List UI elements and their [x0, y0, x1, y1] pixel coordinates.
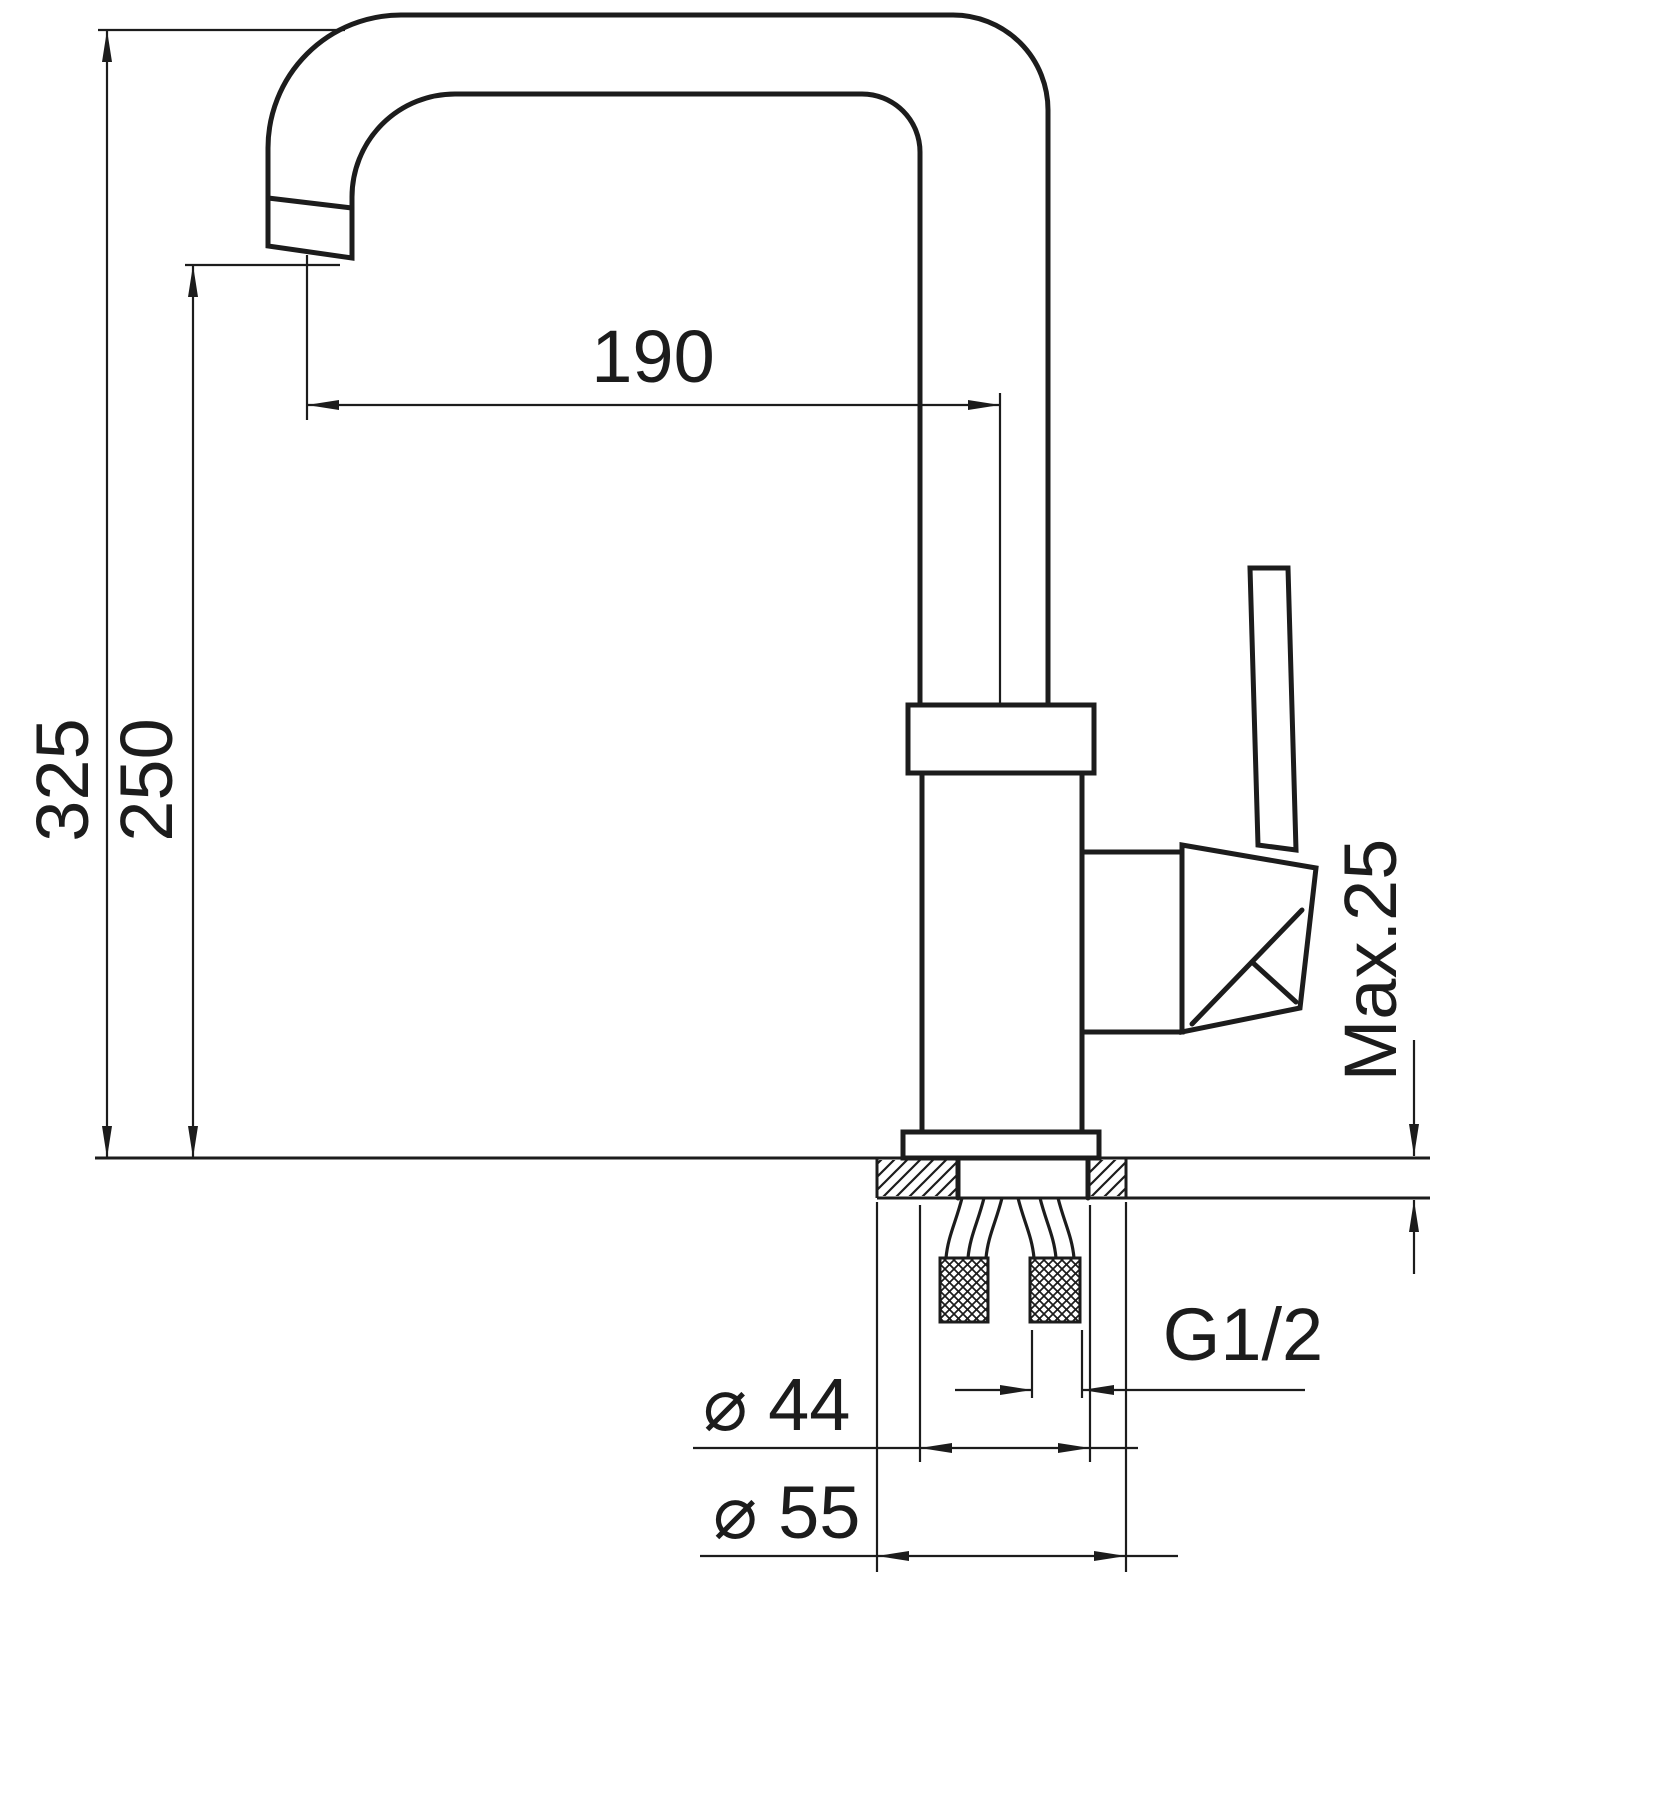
handle-lever [1247, 565, 1299, 853]
hose-right-line-3 [1056, 1197, 1076, 1259]
deck-hatch-right [1088, 1160, 1126, 1196]
handle-cone [1179, 842, 1319, 1036]
dim-label-325: 325 [21, 718, 104, 841]
dim-label-g12: G1/2 [1163, 1293, 1323, 1376]
hose-right-line-1 [1016, 1197, 1036, 1259]
hose-right-line-2 [1038, 1197, 1058, 1259]
deck-section [95, 1156, 1430, 1200]
hose-left-line-2 [966, 1197, 986, 1259]
hose-left-line-1 [944, 1197, 964, 1259]
dim-label-190: 190 [591, 315, 714, 398]
dim-label-d44: ⌀ 44 [703, 1363, 850, 1446]
spout-outline [265, 12, 1051, 708]
handle-cone-detail-1 [1189, 907, 1305, 1027]
faucet-outline [265, 12, 1319, 1161]
hose-fitting-right [1028, 1256, 1082, 1324]
dimensions: 325 250 190 Max.25 G1/2 ⌀ 44 ⌀ 55 [21, 28, 1419, 1572]
handle-cone-detail-2 [1249, 959, 1299, 1005]
body [919, 770, 1085, 1148]
hose-fitting-left [938, 1256, 990, 1324]
supply-hoses [938, 1155, 1091, 1324]
hose-left-line-3 [984, 1197, 1004, 1259]
dim-label-250: 250 [105, 718, 188, 841]
base-plate [900, 1129, 1102, 1161]
spout-aerator-seam [265, 195, 355, 211]
deck-hatch-left [877, 1160, 958, 1196]
dim-label-d55: ⌀ 55 [713, 1471, 860, 1554]
dim-label-max25: Max.25 [1329, 839, 1412, 1082]
handle-stub [1079, 849, 1185, 1035]
collar [905, 702, 1097, 776]
